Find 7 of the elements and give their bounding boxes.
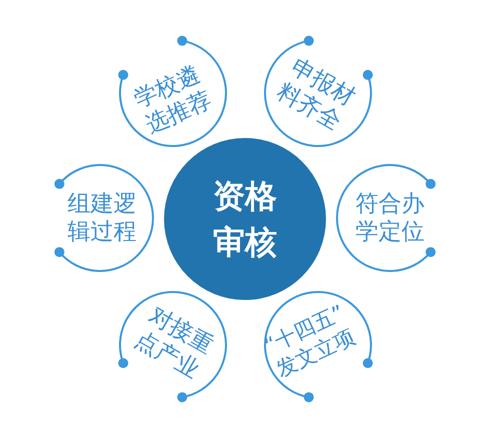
step-label: 对接重点产业 [130,302,218,384]
step-label: 申报材料齐全 [272,54,360,136]
step-label: 符合办学定位 [356,190,424,246]
step-label: 学校遴选推荐 [130,60,216,140]
step-label: 组建逻辑过程 [68,190,136,246]
step-label: “十四五”发文立项 [260,299,359,383]
hub-title: 资格审核 [213,176,277,263]
